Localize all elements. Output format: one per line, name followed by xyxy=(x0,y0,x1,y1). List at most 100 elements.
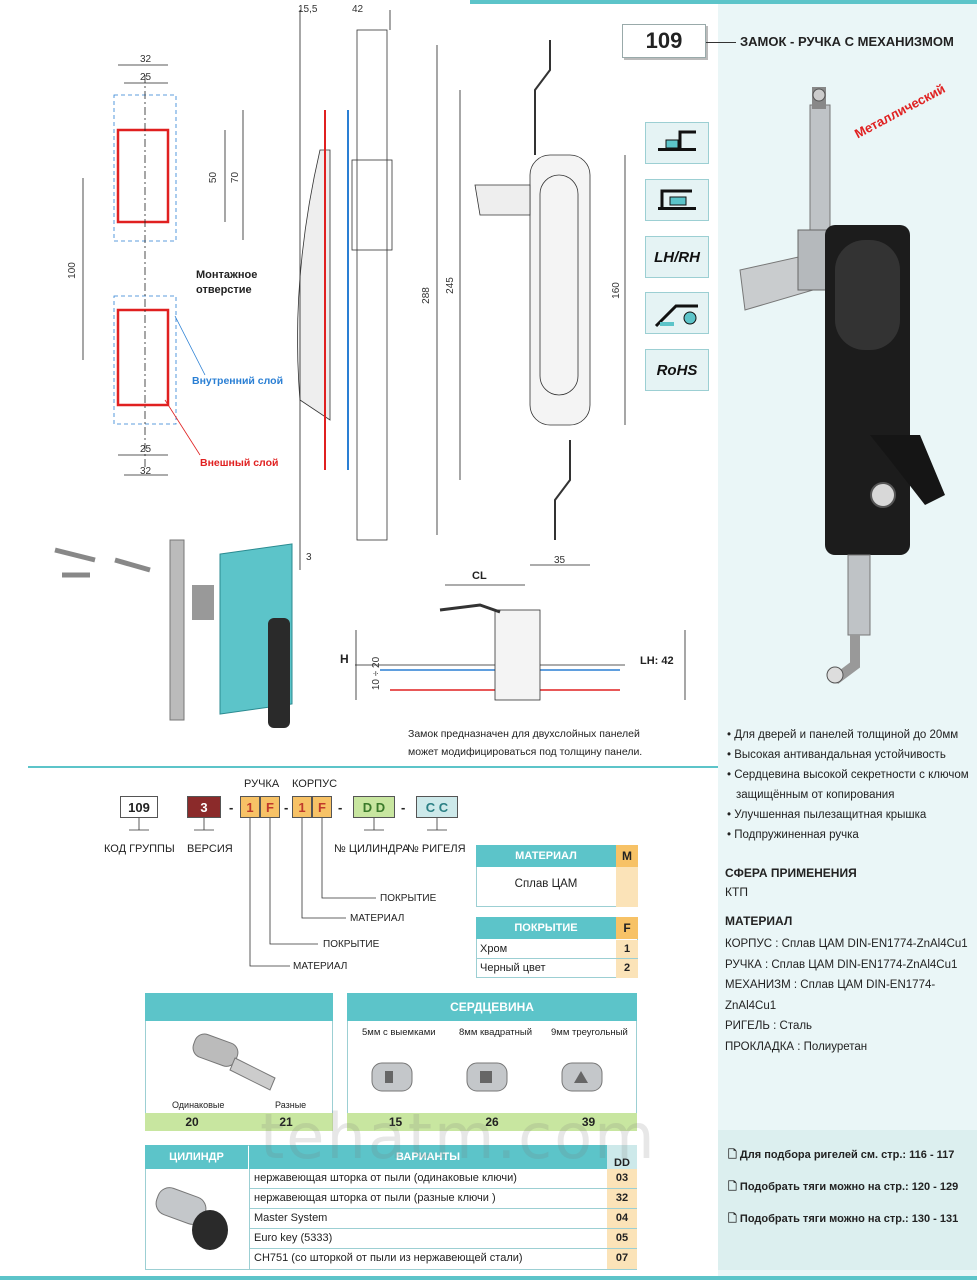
sidebar xyxy=(718,0,977,1280)
cylinder-header: ЦИЛИНДР xyxy=(145,1145,248,1169)
core-table-header: СЕРДЦЕВИНА xyxy=(347,993,637,1021)
ref-item[interactable]: 🗋 Подобрать тяги можно на стр.: 130 - 13… xyxy=(728,1213,959,1225)
label-material: МАТЕРИАЛ xyxy=(350,913,405,924)
key-code-same: 20 xyxy=(145,1113,239,1131)
material-code-cell xyxy=(616,867,638,907)
core-code: 15 xyxy=(347,1113,444,1131)
material-row: МЕХАНИЗМ : Сплав ЦАМ DIN-EN1774-ZnAl4Cu1 xyxy=(725,979,936,1012)
cylinder-image xyxy=(155,1187,228,1250)
label-version: ВЕРСИЯ xyxy=(187,843,233,855)
code-cylinder: D D xyxy=(353,796,395,818)
key-same-label: Одинаковые xyxy=(172,1100,225,1110)
page-icon: 🗋 xyxy=(728,1149,740,1161)
variants-header: ВАРИАНТЫ xyxy=(249,1145,607,1169)
inner-layer-label: Внутренний слой xyxy=(192,375,284,387)
code-handle-1: 1 xyxy=(240,796,260,818)
key-table-header xyxy=(145,993,333,1021)
code-version: 3 xyxy=(187,796,221,818)
material-value: Сплав ЦАМ xyxy=(514,878,578,890)
feature-item: • Сердцевина высокой секретности с ключо… xyxy=(727,769,969,781)
cylinder-rows: нержавеющая шторка от пыли (одинаковые к… xyxy=(249,1169,637,1269)
feature-item: • Высокая антивандальная устойчивость xyxy=(727,749,946,761)
dim-label: 32 xyxy=(140,54,152,65)
core-code: 26 xyxy=(444,1113,540,1131)
features-list: • Для дверей и панелей толщиной до 20мм … xyxy=(727,725,972,845)
dim-label: 32 xyxy=(140,466,152,477)
coating-row: Хром 1 xyxy=(476,940,638,959)
material-code-header: M xyxy=(616,845,638,867)
note-line: может модифицироваться под толщину панел… xyxy=(408,746,643,758)
dim-label: 42 xyxy=(352,4,364,15)
materials-list: КОРПУС : Сплав ЦАМ DIN-EN1774-ZnAl4Cu1 Р… xyxy=(725,934,977,1057)
code-sep: - xyxy=(338,800,343,815)
product-photo xyxy=(739,87,945,684)
ref-item[interactable]: 🗋 Для подбора ригелей см. стр.: 116 - 11… xyxy=(728,1149,955,1161)
surface-mount-icon xyxy=(645,122,709,164)
material-row: РИГЕЛЬ : Сталь xyxy=(725,1020,813,1032)
material-row: КОРПУС : Сплав ЦАМ DIN-EN1774-ZnAl4Cu1 xyxy=(725,938,968,950)
group-number-box: 109 xyxy=(622,24,706,58)
page-icon: 🗋 xyxy=(728,1181,740,1193)
header-connector xyxy=(706,42,736,43)
page-icon: 🗋 xyxy=(728,1213,740,1225)
mounting-hole-label: Монтажное отверстие xyxy=(196,269,258,296)
top-rule xyxy=(470,0,977,4)
rohs-icon: RoHS xyxy=(645,349,709,391)
h-label: H xyxy=(340,652,349,666)
label-cylinder-no: № ЦИЛИНДРА xyxy=(334,843,410,855)
core-item-label: 9мм треугольный xyxy=(551,1027,628,1038)
key-diff-label: Разные xyxy=(275,1100,307,1110)
code-sep: - xyxy=(229,800,234,815)
feature-item: • Подпружиненная ручка xyxy=(727,829,859,841)
code-sep: - xyxy=(401,800,406,815)
cylinder-row: нержавеющая шторка от пыли (одинаковые к… xyxy=(249,1169,637,1189)
core-images xyxy=(371,1062,603,1092)
section-divider xyxy=(28,766,718,768)
label-coating: ПОКРЫТИЕ xyxy=(323,939,380,950)
coating-code-header: F xyxy=(616,917,638,939)
label-body: КОРПУС xyxy=(292,778,338,790)
cylinder-row: CH751 (со шторкой от пыли из нержавеющей… xyxy=(249,1249,637,1269)
core-item-label: 8мм квадратный xyxy=(459,1027,532,1038)
ref-item[interactable]: 🗋 Подобрать тяги можно на стр.: 120 - 12… xyxy=(728,1181,959,1193)
application-value: КТП xyxy=(725,885,748,899)
code-leader-lines xyxy=(129,818,447,967)
dim-label: 25 xyxy=(140,72,152,83)
feature-item: • Улучшенная пылезащитная крышка xyxy=(727,809,927,821)
materials-title: МАТЕРИАЛ xyxy=(725,914,793,928)
recessed-mount-icon xyxy=(645,179,709,221)
lh-rh-icon: LH/RH xyxy=(645,236,709,278)
watermark: tehatm.com xyxy=(260,1100,657,1173)
coating-row: Черный цвет 2 xyxy=(476,959,638,978)
seal-icon xyxy=(645,292,709,334)
refs-panel xyxy=(718,1130,977,1270)
label-handle: РУЧКА xyxy=(244,778,280,790)
feature-item: защищённым от копирования xyxy=(736,789,895,801)
material-row: ПРОКЛАДКА : Полиуретан xyxy=(725,1040,868,1053)
label-bolt-no: № РИГЕЛЯ xyxy=(407,843,466,855)
dim-label: 3 xyxy=(306,552,312,563)
core-item-label: 5мм с выемками xyxy=(362,1027,436,1038)
feature-item: • Для дверей и панелей толщиной до 20мм xyxy=(727,729,959,741)
cylinder-row: нержавеющая шторка от пыли (разные ключи… xyxy=(249,1189,637,1209)
label-coating: ПОКРЫТИЕ xyxy=(380,893,437,904)
code-body-1: 1 xyxy=(292,796,312,818)
dim-label: 15,5 xyxy=(298,4,318,15)
note-line: Замок предназначен для двухслойных панел… xyxy=(408,728,640,740)
application-title: СФЕРА ПРИМЕНЕНИЯ xyxy=(725,866,857,880)
dim-label: 25 xyxy=(140,444,152,455)
code-sep: - xyxy=(284,800,289,815)
code-group: 109 xyxy=(120,796,158,818)
label-material: МАТЕРИАЛ xyxy=(293,961,348,972)
cl-label: CL xyxy=(472,570,487,582)
key-code-diff: 21 xyxy=(239,1113,333,1131)
page-title: ЗАМОК - РУЧКА С МЕХАНИЗМОМ xyxy=(740,34,954,49)
cylinder-code-header: DD xyxy=(607,1145,637,1169)
code-body-f: F xyxy=(312,796,332,818)
code-handle-f: F xyxy=(260,796,280,818)
dim-label: 35 xyxy=(554,555,566,566)
core-code: 39 xyxy=(540,1113,637,1131)
code-bolt: C C xyxy=(416,796,458,818)
coating-table-header: ПОКРЫТИЕ xyxy=(476,917,616,939)
